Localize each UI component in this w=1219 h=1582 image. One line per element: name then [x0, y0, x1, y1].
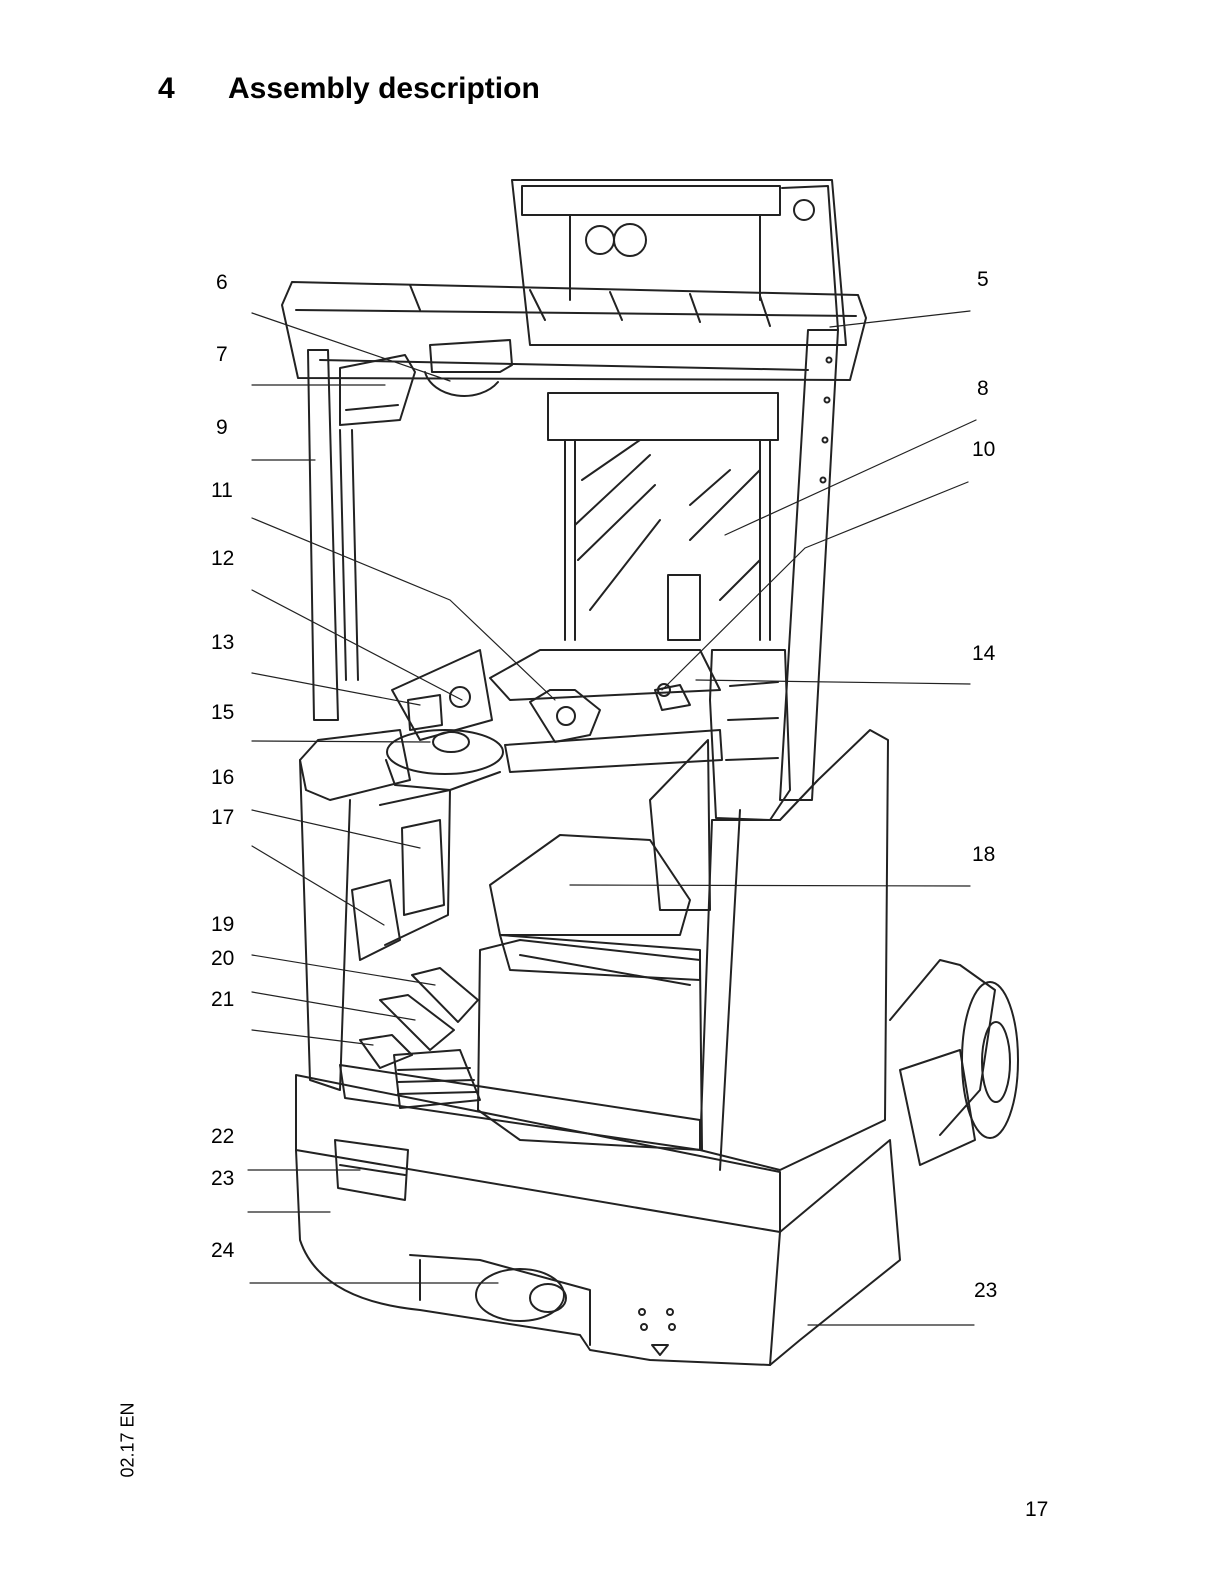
page-number: 17 [1025, 1498, 1048, 1522]
callout-7: 7 [216, 344, 228, 365]
operator-panel [300, 650, 503, 1090]
callout-leader-lines [248, 311, 976, 1325]
callout-9: 9 [216, 417, 228, 438]
leader-8 [725, 420, 976, 535]
leader-16 [252, 846, 384, 925]
leader-19 [252, 1030, 373, 1045]
callout-14: 14 [972, 643, 995, 664]
callout-15: 15 [211, 702, 234, 723]
callout-22: 22 [211, 1126, 234, 1147]
callout-17: 17 [211, 807, 234, 828]
callout-12: 12 [211, 548, 234, 569]
callout-23-left: 23 [211, 1168, 234, 1189]
chassis [296, 730, 900, 1365]
callout-8: 8 [977, 378, 989, 399]
callout-19: 19 [211, 914, 234, 935]
mast [512, 180, 846, 640]
leader-11 [252, 518, 555, 700]
document-code: 02.17 EN [118, 1402, 139, 1477]
leader-21 [252, 992, 415, 1020]
seat [490, 650, 790, 985]
wheels [476, 960, 1018, 1321]
callout-23-right: 23 [974, 1280, 997, 1301]
callout-13: 13 [211, 632, 234, 653]
callout-6: 6 [216, 272, 228, 293]
leader-15 [252, 741, 430, 742]
callout-16: 16 [211, 767, 234, 788]
callout-20: 20 [211, 948, 234, 969]
callout-10: 10 [972, 439, 995, 460]
leader-5 [830, 311, 970, 327]
callout-18: 18 [972, 844, 995, 865]
control-lever [490, 650, 722, 772]
leader-6 [252, 313, 450, 381]
guard-posts [308, 330, 838, 800]
leader-14 [696, 680, 970, 684]
leader-17 [252, 810, 420, 848]
callout-24: 24 [211, 1240, 234, 1261]
callout-21: 21 [211, 989, 234, 1010]
leader-10 [662, 482, 968, 690]
leader-18 [570, 885, 970, 886]
callout-11: 11 [211, 480, 233, 501]
callout-5: 5 [977, 269, 989, 290]
